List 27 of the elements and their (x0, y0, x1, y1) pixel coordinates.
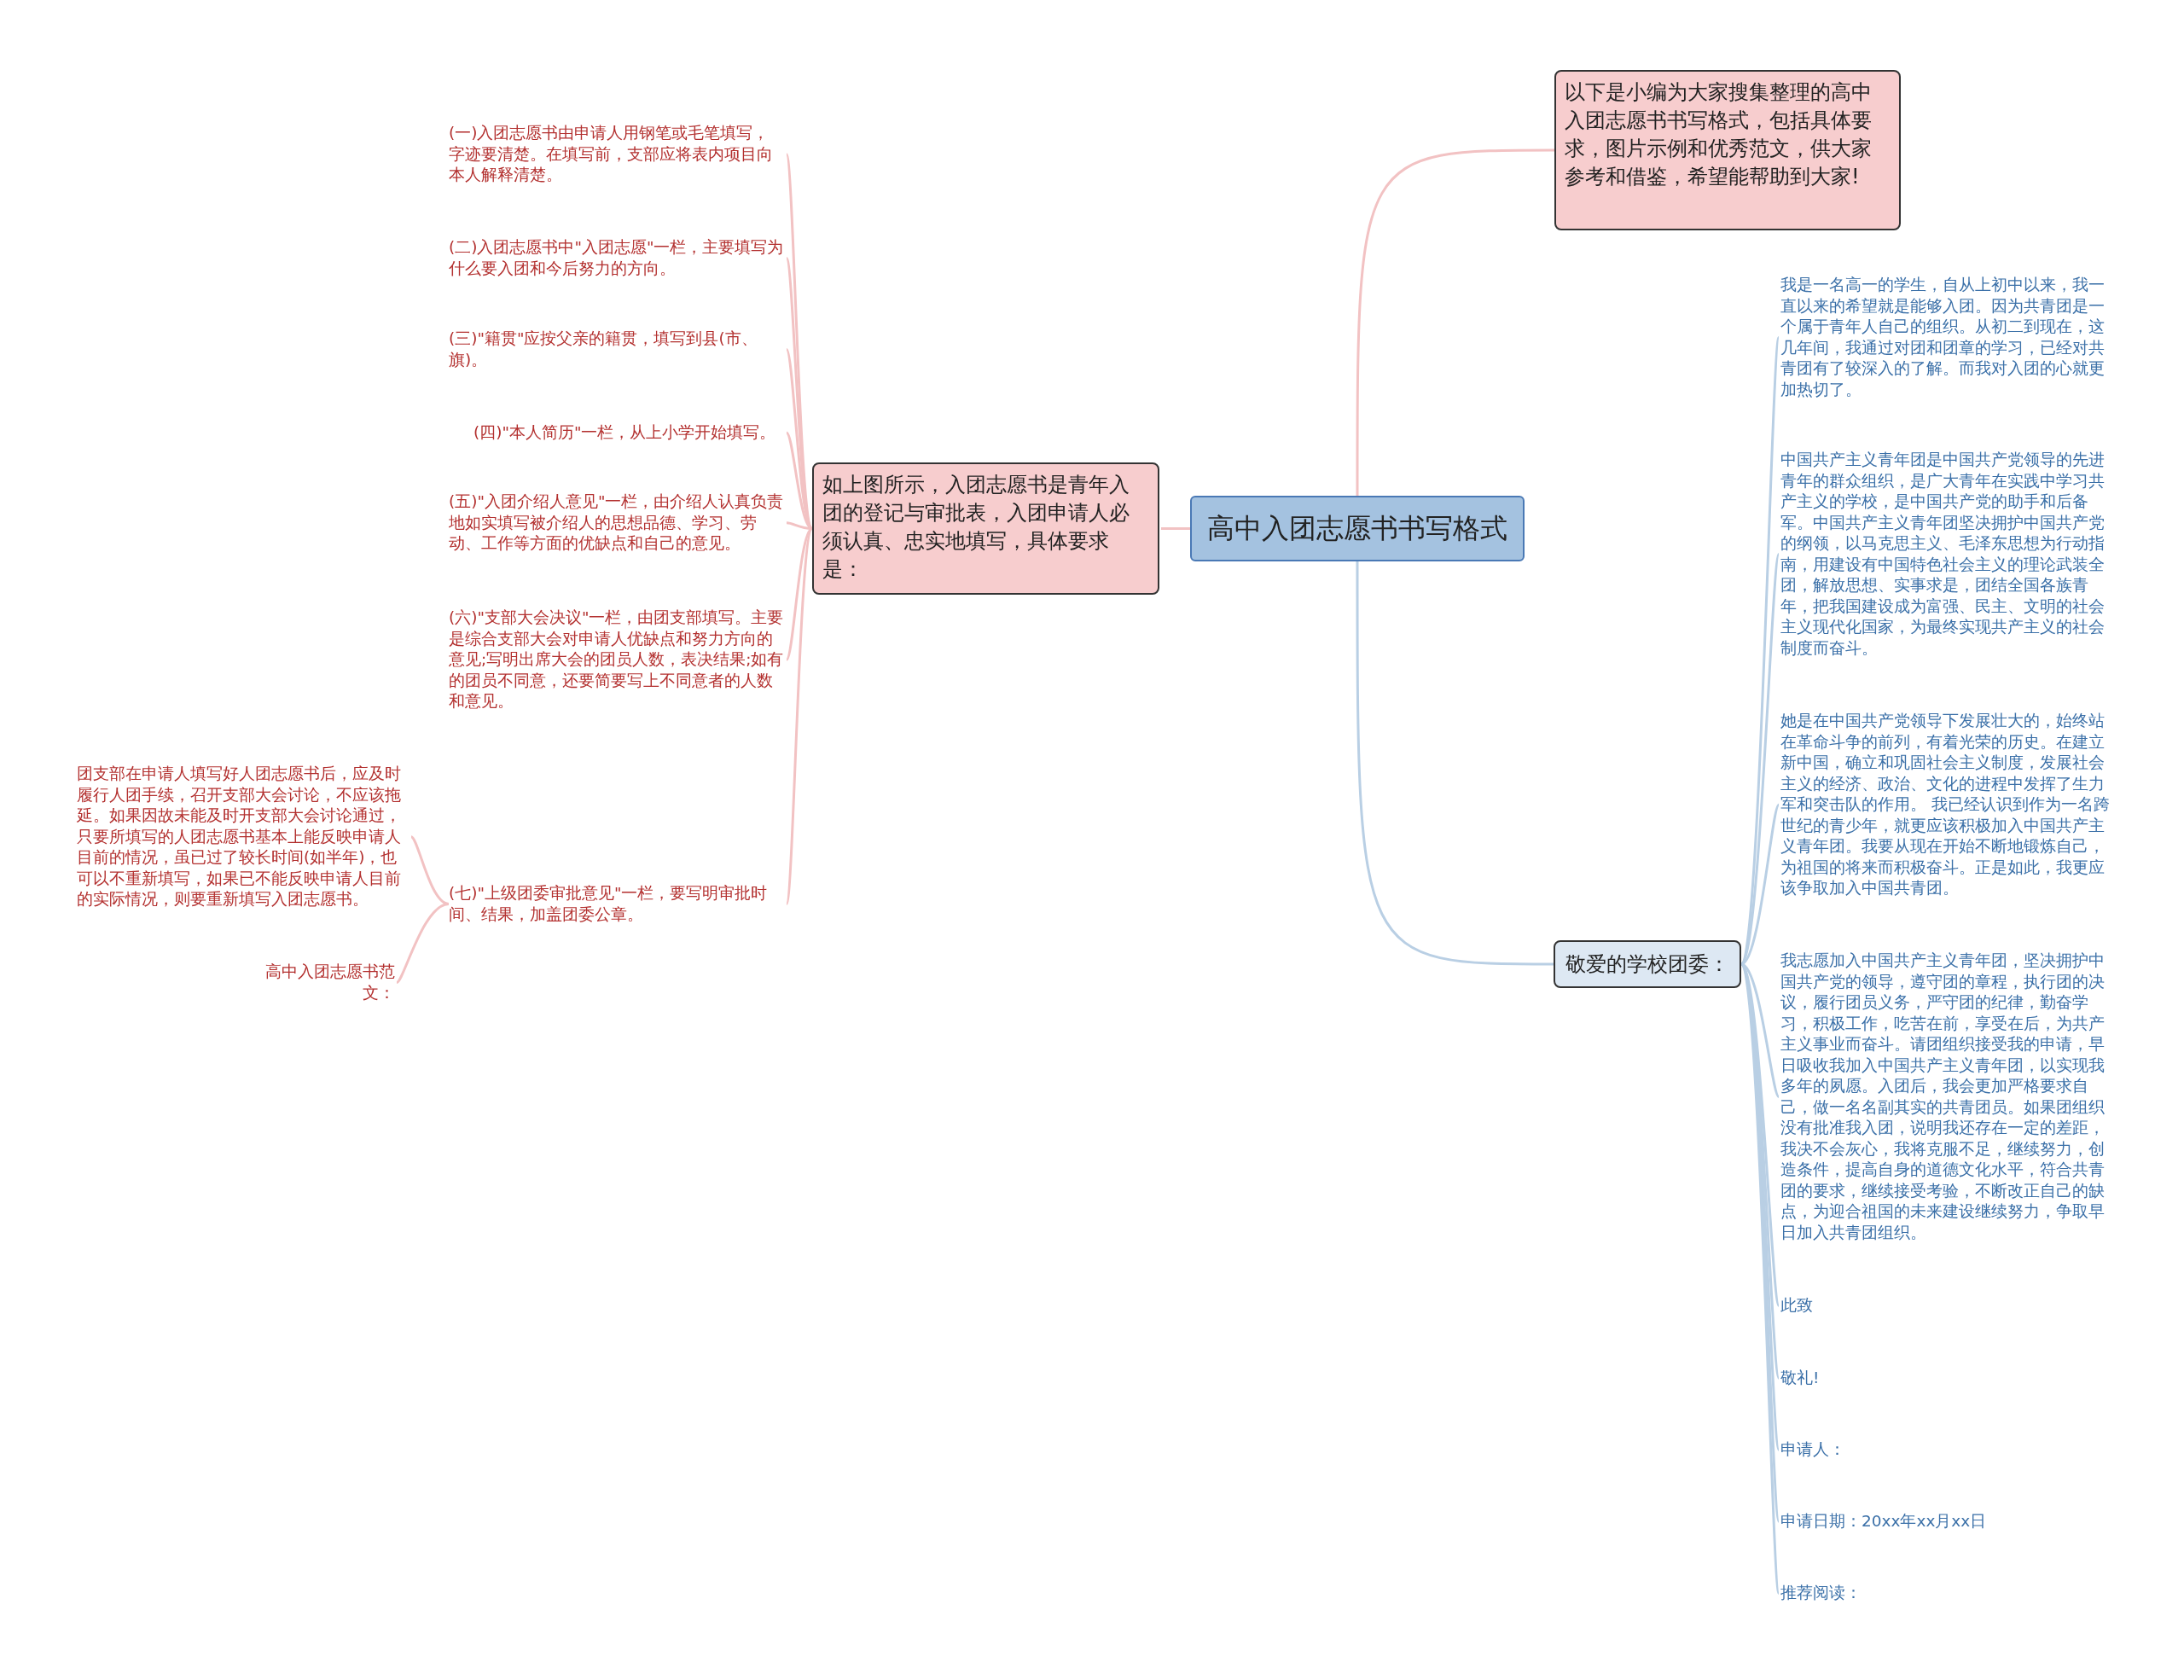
note-text: 申请人： (1780, 1439, 2118, 1461)
note-text: 她是在中国共产党领导下发展壮大的，始终站在革命斗争的前列，有着光荣的历史。在建立新中国，确立和巩固社会主义制度，发展社会主义的经济、政治、文化的进程中发挥了生力军和突击队的作用。 我已经认识到作为一名跨世纪的青少年，就更应该积极加入中国共产主义青年团。我要从现在开始不断地锻炼自己，为祖国的将来而积极奋斗。正是如此，我更应该争取加入中国共青团。 (1780, 711, 2118, 899)
note-text: 此致 (1780, 1295, 2118, 1317)
note-text: 高中入团志愿书范文： (240, 962, 395, 1003)
branch-line (1161, 527, 1190, 530)
note-text: (四)"本人简历"一栏，从上小学开始填写。 (473, 422, 785, 444)
branch-line (396, 903, 450, 984)
topic-node: 以下是小编为大家搜集整理的高中入团志愿书书写格式，包括具体要求，图片示例和优秀范文，供大家参考和借鉴，希望能帮助到大家! (1554, 70, 1901, 230)
note-text: 中国共产主义青年团是中国共产党领导的先进青年的群众组织，是广大青年在实践中学习共产主义的学校，是中国共产党的助手和后备军。中国共产主义青年团坚决拥护中国共产党的纲领，以马克思主义、毛泽东思想为行动指南，用建设有中国特色社会主义的理论武装全团，解放思想、实事求是，团结全国各族青年，把我国建设成为富强、民主、文明的社会主义现代化国家，为最终实现共产主义的社会制度而奋斗。 (1780, 450, 2118, 659)
note-text: (二)入团志愿书中"入团志愿"一栏，主要填写为什么要入团和今后努力的方向。 (449, 237, 785, 279)
branch-line (1356, 561, 1554, 966)
note-text: (六)"支部大会决议"一栏，由团支部填写。主要是综合支部大会对申请人优缺点和努力方向的意见;写明出席大会的团员人数，表决结果;如有的团员不同意，还要简要写上不同意者的人数和意见。 (449, 607, 785, 712)
note-text: (一)入团志愿书由申请人用钢笔或毛笔填写，字迹要清楚。在填写前，支部应将表内项目向本人解释清楚。 (449, 123, 785, 186)
note-text: 我志愿加入中国共产主义青年团，坚决拥护中国共产党的领导，遵守团的章程，执行团的决议，履行团员义务，严守团的纪律，勤奋学习，积极工作，吃苦在前，享受在后，为共产主义事业而奋斗。请团组织接受我的申请，早日吸收我加入中国共产主义青年团，以实现我多年的夙愿。入团后，我会更加严格要求自己，做一名名副其实的共青团员。如果团组织没有批准我入团，说明我还存在一定的差距，我决不会灰心，我将克服不足，继续努力，创造条件，提高自身的道德文化水平，符合共青团的要求，继续接受考验，不断改正自己的缺点，为迎合祖国的未来建设继续努力，争取早日加入共青团组织。 (1780, 950, 2118, 1243)
note-text: (七)"上级团委审批意见"一栏，要写明审批时间、结果，加盖团委公章。 (449, 883, 785, 925)
note-text: 推荐阅读： (1780, 1583, 2118, 1604)
branch-line (1356, 148, 1554, 496)
note-text: (三)"籍贯"应按父亲的籍贯，填写到县(市、旗)。 (449, 328, 785, 370)
branch-line (785, 527, 814, 904)
topic-node: 敬爱的学校团委： (1554, 940, 1741, 988)
note-text: 团支部在申请人填写好人团志愿书后，应及时履行人团手续，召开支部大会讨论，不应该拖延。如果因故未能及时开支部大会讨论通过，只要所填写的人团志愿书基本上能反映申请人目前的情况，虽已过了较长时间(如半年)，也可以不重新填写，如果已不能反映申请人目前的实际情况，则要重新填写入团志愿书。 (77, 764, 410, 910)
topic-node: 如上图所示，入团志愿书是青年入团的登记与审批表，入团申请人必须认真、忠实地填写，具体要求是： (812, 462, 1159, 595)
note-text: (五)"入团介绍人意见"一栏，由介绍人认真负责地如实填写被介绍人的思想品德、学习、劳动、工作等方面的优缺点和自己的意见。 (449, 491, 785, 555)
note-text: 我是一名高一的学生，自从上初中以来，我一直以来的希望就是能够入团。因为共青团是一个属于青年人自己的组织。从初二到现在，这几年间，我通过对团和团章的学习，已经对共青团有了较深入的了解。而我对入团的心就更加热切了。 (1780, 275, 2118, 400)
note-text: 敬礼! (1780, 1368, 2118, 1389)
note-text: 申请日期：20xx年xx月xx日 (1780, 1511, 2118, 1532)
central-topic: 高中入团志愿书书写格式 (1190, 496, 1525, 561)
